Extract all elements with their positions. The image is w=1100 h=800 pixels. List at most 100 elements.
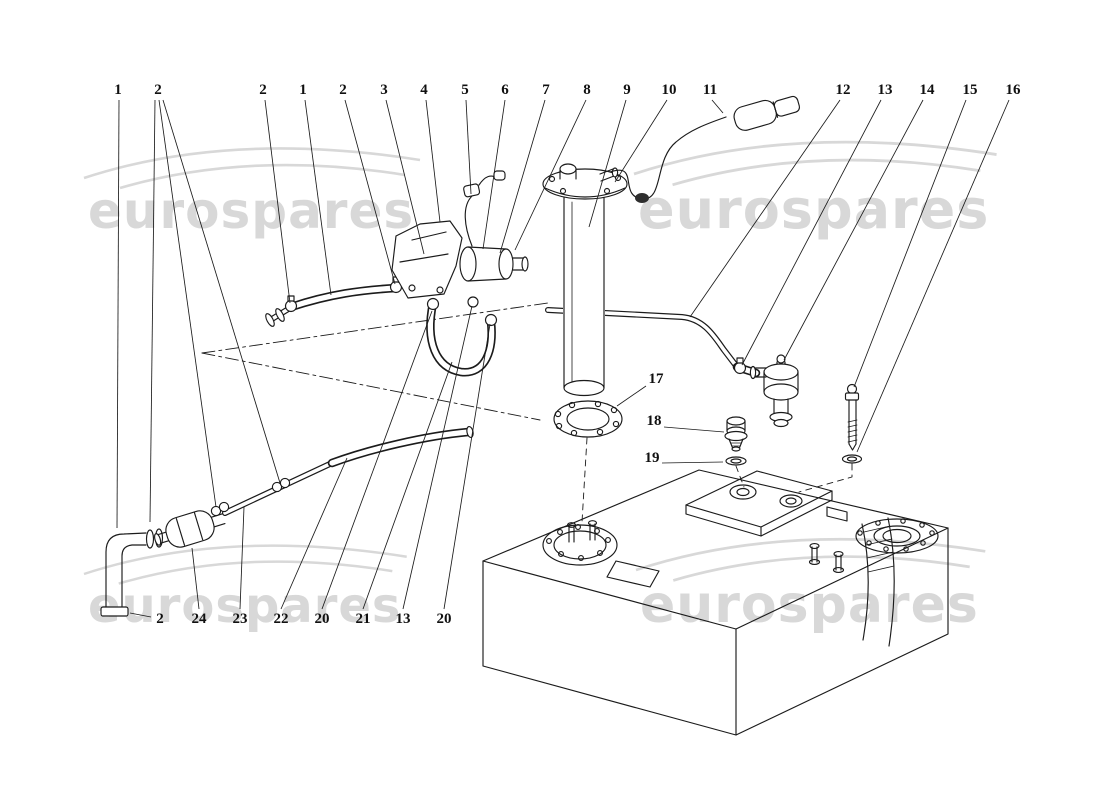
callout-1: 1: [299, 82, 307, 98]
callout-2: 2: [156, 611, 164, 627]
callout-11: 11: [703, 82, 717, 98]
pump-wire: [464, 195, 473, 247]
fuel-filter: [154, 510, 226, 548]
leader-line-1: [116, 99, 120, 529]
wire-connector: [463, 183, 481, 198]
watermark-text: eurospares: [640, 575, 979, 635]
pipe-union: [218, 501, 230, 513]
leader-line-19: [661, 461, 724, 464]
pipe-union: [271, 481, 283, 493]
leader-line-3: [385, 99, 425, 255]
phantom-lines: [201, 302, 549, 421]
callout-21: 21: [356, 611, 371, 627]
check-valve: [749, 354, 799, 428]
leader-line-4: [425, 99, 441, 223]
callout-4: 4: [420, 82, 428, 98]
watermark-swoosh: [672, 158, 981, 187]
pump-assembly: [391, 170, 529, 299]
watermark-text: eurospares: [88, 578, 402, 634]
leader-line-2: [149, 99, 156, 523]
leader-line-11: [711, 99, 724, 114]
fitting-washer: [725, 456, 747, 466]
callout-22: 22: [274, 611, 289, 627]
callout-2: 2: [259, 82, 267, 98]
hose-clamp: [733, 361, 747, 375]
callout-20: 20: [315, 611, 330, 627]
watermark-text: eurospares: [638, 178, 989, 241]
tank-notch: [606, 560, 660, 588]
callout-19: 19: [645, 450, 660, 466]
callout-12: 12: [836, 82, 851, 98]
u-hose: [426, 296, 498, 377]
hose-clamp: [467, 296, 479, 308]
bracket-bolt: [436, 286, 444, 294]
leader-line-13: [741, 99, 882, 366]
callout-1: 1: [114, 82, 122, 98]
callout-16: 16: [1006, 82, 1022, 98]
clamp-screw: [287, 295, 295, 302]
clamp-screw: [736, 357, 744, 364]
leader-line-7: [499, 99, 546, 254]
callout-3: 3: [380, 82, 388, 98]
leader-line-24: [191, 547, 200, 610]
callout-13: 13: [396, 611, 411, 627]
callout-20: 20: [437, 611, 452, 627]
hose-clamp: [284, 299, 298, 313]
leader-line-5: [465, 99, 472, 195]
callout-8: 8: [583, 82, 591, 98]
hose-clamp: [426, 297, 440, 311]
leader-line-2: [264, 99, 291, 304]
callout-6: 6: [501, 82, 509, 98]
watermark-swoosh: [83, 544, 407, 576]
watermark-swoosh: [672, 555, 970, 582]
hose-clamp: [484, 313, 498, 327]
fuel-pump: [459, 246, 477, 282]
pump-bracket: [391, 220, 463, 299]
callout-2: 2: [339, 82, 347, 98]
sender-cable: [609, 116, 727, 200]
callout-18: 18: [647, 413, 662, 429]
watermark-swoosh: [635, 537, 986, 572]
tank-boss: [685, 470, 833, 528]
tank-fitting: [724, 416, 748, 466]
lower-fuel-line: [100, 426, 474, 617]
leader-line-1: [304, 99, 332, 296]
leader-line-6: [482, 99, 506, 250]
filler-flange: [855, 518, 939, 554]
callout-2: 2: [154, 82, 162, 98]
leader-line-23: [239, 506, 245, 610]
mounting-screw: [841, 383, 863, 464]
leader-line-15: [853, 99, 967, 388]
sender-top-fitting: [559, 163, 577, 175]
pipe-union: [279, 477, 291, 489]
leader-line-2: [162, 99, 281, 484]
watermark-swoosh: [83, 147, 421, 180]
callout-14: 14: [920, 82, 936, 98]
leader-line-8: [514, 99, 587, 251]
watermark-swoosh: [118, 560, 393, 585]
leader-line-17: [616, 385, 647, 407]
cable-grommet: [635, 193, 649, 203]
fuel-tank: [482, 469, 949, 736]
leader-line-12: [689, 99, 841, 318]
leader-line-18: [663, 426, 725, 433]
leader-line-2: [129, 612, 152, 618]
upper-fuel-hose: [265, 276, 403, 327]
screw-washer: [841, 454, 863, 464]
leader-line-22: [280, 457, 348, 610]
fuel-sender-unit: [542, 95, 801, 397]
leader-line-16: [856, 99, 1010, 453]
callout-5: 5: [461, 82, 469, 98]
leader-line-13: [402, 305, 473, 610]
leader-line-10: [614, 99, 668, 183]
callout-9: 9: [623, 82, 631, 98]
callout-10: 10: [662, 82, 677, 98]
tank-strap: [861, 523, 869, 641]
leader-line-9: [588, 99, 627, 228]
callout-24: 24: [192, 611, 208, 627]
cable-connector: [733, 95, 801, 131]
leader-lines-layer: [116, 99, 1010, 618]
